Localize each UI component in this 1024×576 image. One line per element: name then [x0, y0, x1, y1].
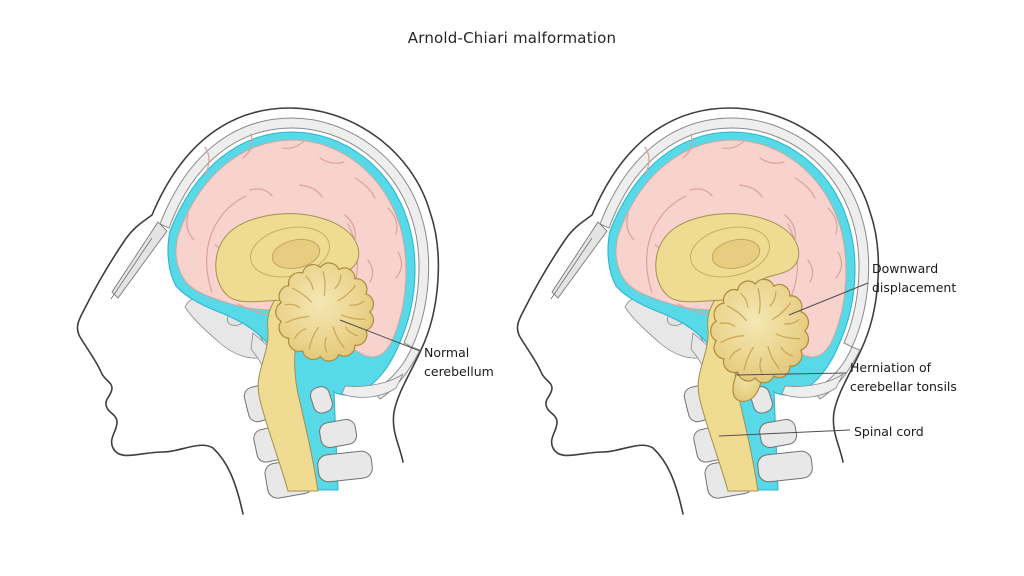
leader-downward-displacement	[788, 282, 869, 316]
label-downward-displacement: Downward displacement	[872, 261, 957, 295]
diagram-title: Arnold-Chiari malformation	[407, 29, 617, 47]
label-spinal-cord: Spinal cord	[854, 424, 924, 439]
figure-malformation	[516, 107, 880, 515]
leader-spinal-cord	[718, 429, 851, 437]
leader-lines	[339, 282, 869, 437]
leader-normal-cerebellum	[339, 319, 421, 352]
figure-normal	[76, 107, 440, 515]
label-normal-cerebellum: Normal cerebellum	[424, 345, 494, 379]
leader-herniation	[736, 372, 847, 376]
label-herniation-cerebellar-tonsils: Herniation of cerebellar tonsils	[850, 360, 957, 394]
